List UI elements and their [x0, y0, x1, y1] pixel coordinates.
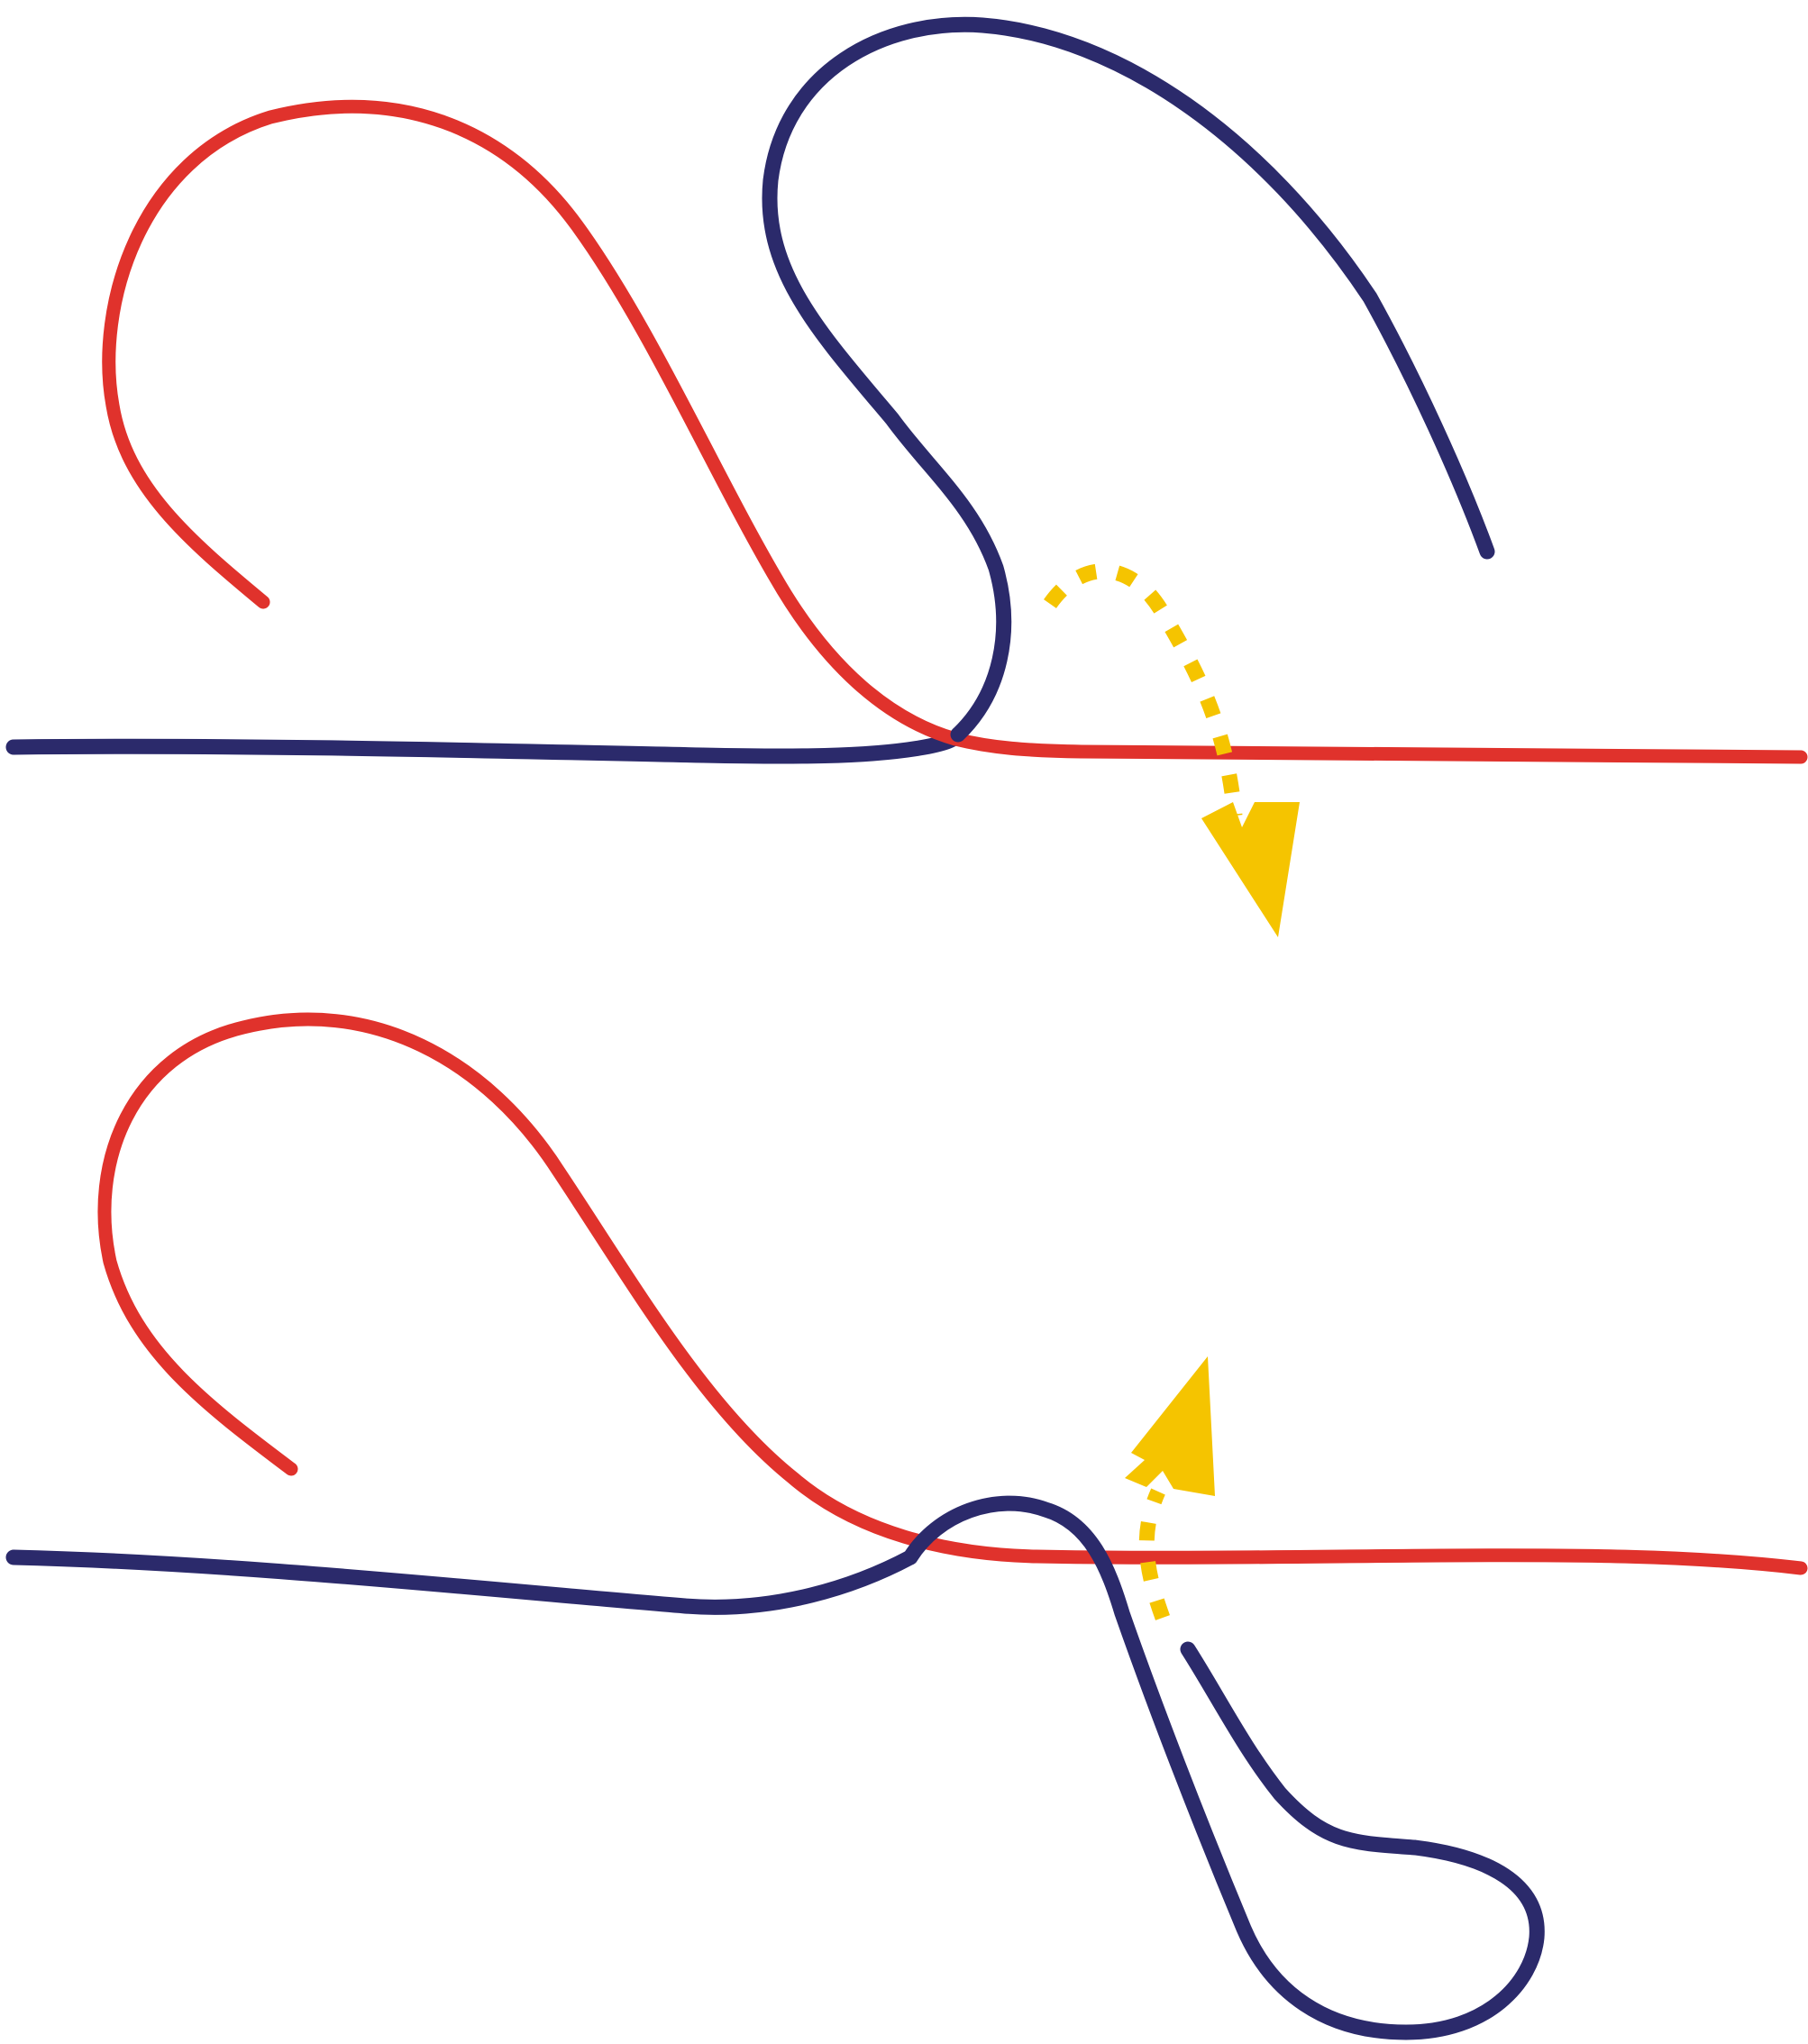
- navy-rope-standing-part: [14, 1557, 910, 1607]
- arrowhead-up-icon: [1125, 1356, 1215, 1496]
- navy-rope-standing-part: [14, 735, 958, 756]
- navy-rope-bight: [910, 1503, 1537, 2032]
- step-1-panel: [14, 24, 1801, 937]
- step-2-panel: [14, 1019, 1801, 2032]
- navy-rope-loop: [770, 24, 1487, 735]
- arrowhead-down-icon: [1201, 802, 1300, 937]
- dotted-arrow-down: [1050, 571, 1235, 816]
- red-rope: [105, 1019, 1801, 1568]
- red-rope: [109, 106, 1801, 757]
